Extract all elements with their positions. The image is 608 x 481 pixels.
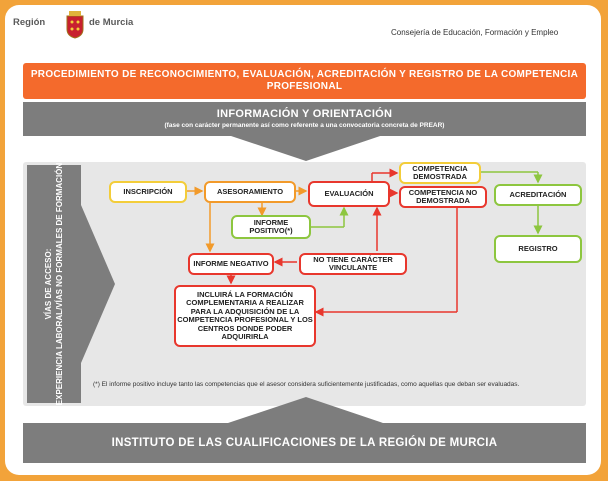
page-frame: Región de Murcia Consejería de Educación… bbox=[5, 5, 601, 475]
info-subtitle: (fase con carácter permanente así como r… bbox=[164, 122, 445, 129]
node-registro: REGISTRO bbox=[494, 235, 582, 263]
node-competencia-demostrada: COMPETENCIA DEMOSTRADA bbox=[399, 162, 481, 184]
node-no-vinculante: NO TIENE CARÁCTER VINCULANTE bbox=[299, 253, 407, 275]
access-arrow bbox=[27, 165, 115, 403]
node-informe-positivo: INFORME POSITIVO(*) bbox=[231, 215, 311, 239]
node-evaluacion: EVALUACIÓN bbox=[308, 181, 390, 207]
node-formacion-complementaria: INCLUIRÁ LA FORMACIÓN COMPLEMENTARIA A R… bbox=[174, 285, 316, 347]
page-title: PROCEDIMIENTO DE RECONOCIMIENTO, EVALUAC… bbox=[23, 63, 586, 99]
info-title: INFORMACIÓN Y ORIENTACIÓN bbox=[216, 108, 393, 120]
coat-of-arms-icon bbox=[66, 11, 84, 39]
info-down-arrow bbox=[228, 135, 383, 161]
department-name: Consejería de Educación, Formación y Emp… bbox=[391, 28, 559, 37]
logo-text-right: de Murcia bbox=[89, 17, 134, 28]
node-asesoramiento: ASESORAMIENTO bbox=[204, 181, 296, 203]
node-inscripcion: INSCRIPCIÓN bbox=[109, 181, 187, 203]
footer-up-arrow bbox=[228, 397, 383, 423]
logo-text-left: Región bbox=[13, 17, 46, 28]
node-acreditacion: ACREDITACIÓN bbox=[494, 184, 582, 206]
node-competencia-no-demostrada: COMPETENCIA NO DEMOSTRADA bbox=[399, 186, 487, 208]
info-band: INFORMACIÓN Y ORIENTACIÓN (fase con cará… bbox=[23, 102, 586, 136]
flow-connectors bbox=[186, 168, 543, 317]
footer-institute: INSTITUTO DE LAS CUALIFICACIONES DE LA R… bbox=[23, 423, 586, 463]
node-informe-negativo: INFORME NEGATIVO bbox=[188, 253, 274, 275]
footnote: (*) El informe positivo incluye tanto la… bbox=[93, 381, 520, 388]
